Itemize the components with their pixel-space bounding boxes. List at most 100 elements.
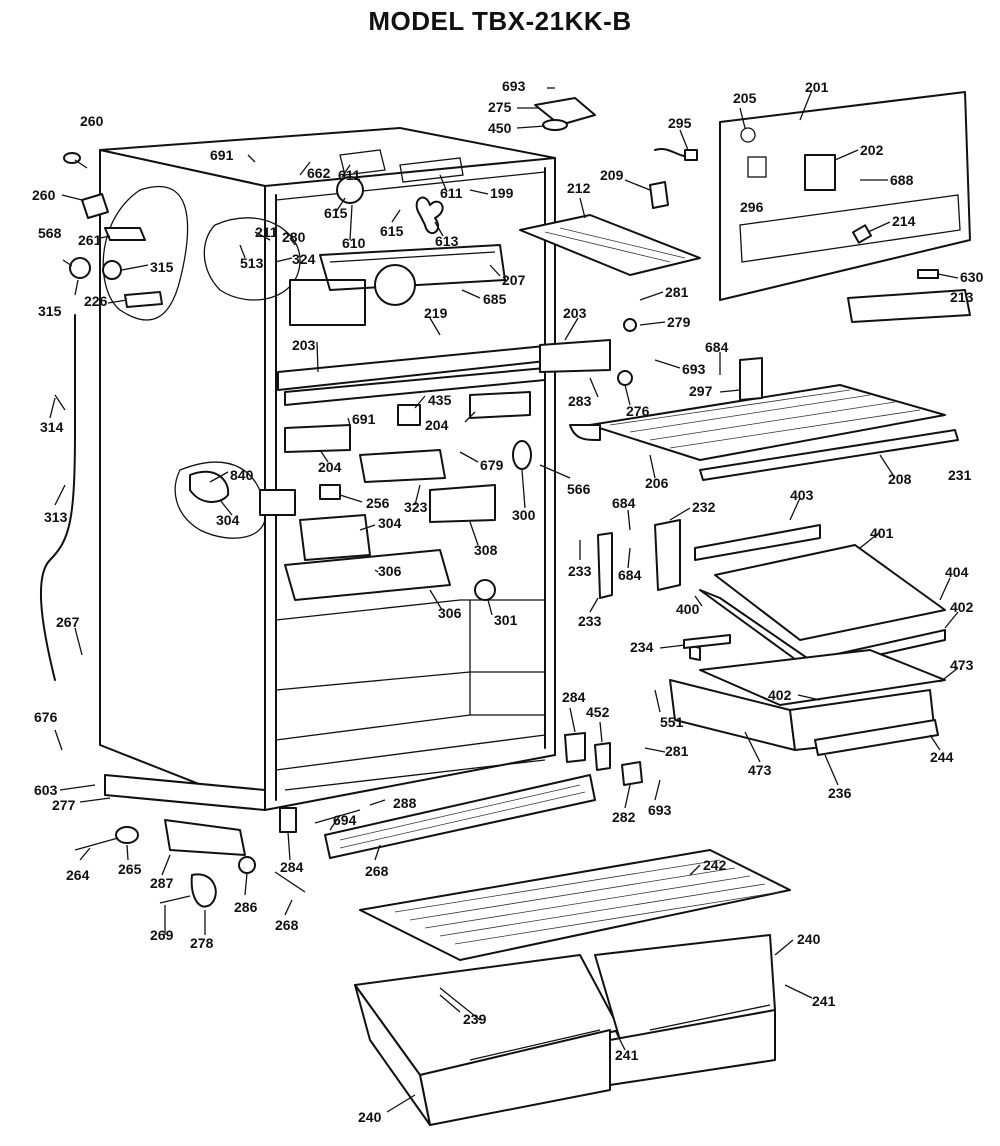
callout-212: 212: [567, 180, 591, 196]
bottom-hardware: [74, 774, 306, 908]
callout-691: 691: [352, 411, 376, 427]
callout-684: 684: [705, 339, 729, 355]
callout-281: 281: [665, 284, 689, 300]
back-cover-panel: [719, 91, 971, 323]
callout-287: 287: [150, 875, 174, 891]
callout-268: 268: [365, 863, 389, 879]
callout-304: 304: [216, 512, 240, 528]
callout-205: 205: [733, 90, 757, 106]
callout-296: 296: [740, 199, 764, 215]
callout-688: 688: [890, 172, 914, 188]
callout-306: 306: [378, 563, 402, 579]
callout-679: 679: [480, 457, 504, 473]
callout-264: 264: [66, 867, 90, 883]
callout-204: 204: [425, 417, 449, 433]
callout-202: 202: [860, 142, 884, 158]
callout-315: 315: [150, 259, 174, 275]
callout-239: 239: [463, 1011, 487, 1027]
callout-400: 400: [676, 601, 700, 617]
callout-304: 304: [378, 515, 402, 531]
callout-275: 275: [488, 99, 512, 115]
callout-691: 691: [210, 147, 234, 163]
callout-473: 473: [950, 657, 974, 673]
callout-403: 403: [790, 487, 814, 503]
callout-219: 219: [424, 305, 448, 321]
callout-662: 662: [307, 165, 331, 181]
callout-315: 315: [38, 303, 62, 319]
callout-276: 276: [626, 403, 650, 419]
callout-226: 226: [84, 293, 108, 309]
callout-313: 313: [44, 509, 68, 525]
callout-685: 685: [483, 291, 507, 307]
tube-clip: [54, 394, 66, 411]
callout-840: 840: [230, 467, 254, 483]
callout-280: 280: [282, 229, 306, 245]
callout-693: 693: [648, 802, 672, 818]
freezer-control-area: [102, 149, 506, 539]
callout-513: 513: [240, 255, 264, 271]
fresh-food-shelf-wire: [569, 318, 959, 481]
callout-450: 450: [488, 120, 512, 136]
callout-676: 676: [34, 709, 58, 725]
callout-203: 203: [563, 305, 587, 321]
callout-214: 214: [892, 213, 916, 229]
callout-473: 473: [748, 762, 772, 778]
callout-297: 297: [689, 383, 713, 399]
callout-207: 207: [502, 272, 526, 288]
callout-281: 281: [665, 743, 689, 759]
callout-269: 269: [150, 927, 174, 943]
callout-615: 615: [324, 205, 348, 221]
callout-234: 234: [630, 639, 654, 655]
callout-232: 232: [692, 499, 716, 515]
callout-301: 301: [494, 612, 518, 628]
callout-260: 260: [32, 187, 56, 203]
callout-277: 277: [52, 797, 76, 813]
callout-283: 283: [568, 393, 592, 409]
callout-402: 402: [950, 599, 974, 615]
callout-268: 268: [275, 917, 299, 933]
callout-300: 300: [512, 507, 536, 523]
shelf-rails: [277, 339, 611, 406]
callout-213: 213: [950, 289, 974, 305]
callout-233: 233: [578, 613, 602, 629]
glass-shelf: [597, 519, 946, 671]
callout-260: 260: [80, 113, 104, 129]
callout-404: 404: [945, 564, 969, 580]
callout-323: 323: [404, 499, 428, 515]
crisper-cover: [359, 849, 791, 961]
callout-613: 613: [435, 233, 459, 249]
callout-452: 452: [586, 704, 610, 720]
callout-236: 236: [828, 785, 852, 801]
callout-284: 284: [280, 859, 304, 875]
inlet-fittings: [63, 152, 163, 308]
callout-314: 314: [40, 419, 64, 435]
kick-grille: [314, 774, 596, 859]
callout-694: 694: [333, 812, 357, 828]
callout-209: 209: [600, 167, 624, 183]
callout-286: 286: [234, 899, 258, 915]
callout-241: 241: [812, 993, 836, 1009]
callout-615: 615: [380, 223, 404, 239]
callout-279: 279: [667, 314, 691, 330]
leader-lines: [49, 87, 959, 1113]
callout-435: 435: [428, 392, 452, 408]
callout-306: 306: [438, 605, 462, 621]
callout-240: 240: [358, 1109, 382, 1125]
callout-261: 261: [78, 232, 102, 248]
callout-244: 244: [930, 749, 954, 765]
callout-240: 240: [797, 931, 821, 947]
meat-keeper-pan: [564, 649, 946, 786]
callout-402: 402: [768, 687, 792, 703]
callout-204: 204: [318, 459, 342, 475]
callout-278: 278: [190, 935, 214, 951]
callout-566: 566: [567, 481, 591, 497]
crisper-drawers: [354, 934, 776, 1126]
callout-labels: 260 260 261 568 315 315 226 314 313 267 …: [32, 78, 984, 1125]
callout-308: 308: [474, 542, 498, 558]
callout-211: 211: [255, 224, 278, 240]
callout-295: 295: [668, 115, 692, 131]
callout-324: 324: [292, 251, 316, 267]
control-assemblies: [189, 391, 532, 601]
callout-401: 401: [870, 525, 894, 541]
